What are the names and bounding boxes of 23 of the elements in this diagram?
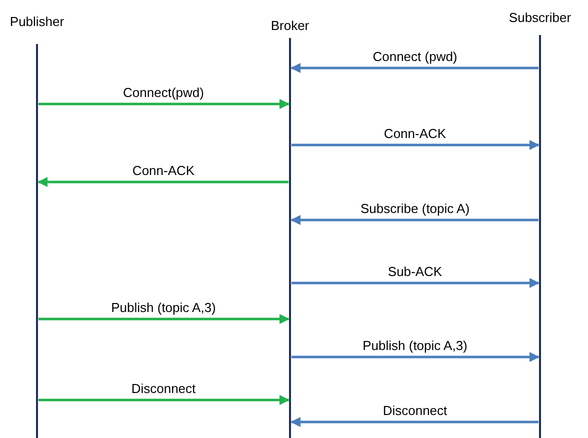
edge-label: Disconnect	[380, 403, 450, 418]
message-arrow	[38, 177, 288, 187]
participant-label: Broker	[270, 18, 310, 33]
message-arrow	[38, 314, 290, 324]
edge-label: Conn-ACK	[130, 163, 197, 178]
edge-label: Conn-ACK	[382, 126, 448, 141]
participant-label: Subscriber	[508, 10, 572, 25]
edge-label: Connect(pwd)	[121, 85, 206, 100]
message-arrow	[292, 140, 540, 150]
message-arrow	[292, 278, 540, 288]
message-arrow	[38, 395, 290, 405]
message-arrow	[292, 352, 540, 362]
edge-label: Connect (pwd)	[370, 49, 460, 64]
message-arrow	[290, 63, 538, 73]
message-arrow	[38, 99, 290, 109]
message-arrow	[290, 417, 538, 427]
edge-label: Subscribe (topic A)	[358, 201, 472, 216]
edge-label: Publish (topic A,3)	[360, 338, 470, 353]
message-arrow	[290, 215, 538, 225]
participant-label: Publisher	[10, 14, 64, 29]
edge-label: Publish (topic A,3)	[109, 300, 218, 315]
edge-label: Disconnect	[129, 381, 198, 396]
edge-label: Sub-ACK	[386, 264, 444, 279]
